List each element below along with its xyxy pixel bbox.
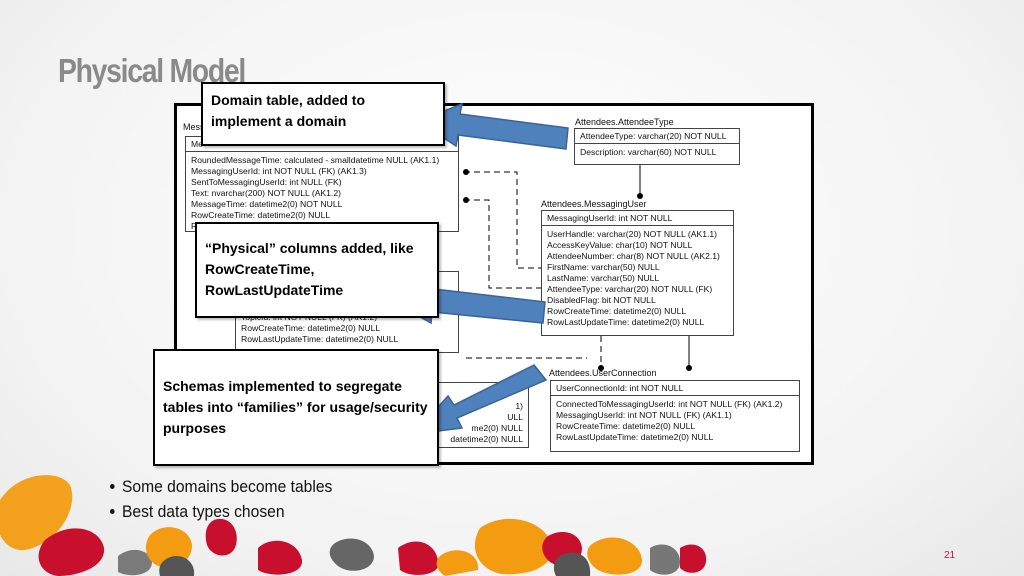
entity-attr: DisabledFlag: bit NOT NULL xyxy=(547,295,656,305)
callout-schemas: Schemas implemented to segregate tables … xyxy=(153,349,439,466)
callout-domain-table: Domain table, added to implement a domai… xyxy=(201,82,445,146)
entity-attr: 1) xyxy=(515,401,523,411)
entity-attr: MessageTime: datetime2(0) NOT NULL xyxy=(191,199,343,209)
entity-attr: RowCreateTime: datetime2(0) NULL xyxy=(547,306,687,316)
droplet-red-1 xyxy=(38,528,105,576)
entity-attr: ConnectedToMessagingUserId: int NOT NULL… xyxy=(556,399,783,409)
entity-attr: RowLastUpdateTime: datetime2(0) NULL xyxy=(556,432,714,442)
bullet-text: Best data types chosen xyxy=(121,501,285,521)
droplet-gray-2 xyxy=(159,556,195,576)
entity-userconnection-name: Attendees.UserConnection xyxy=(549,368,657,378)
droplet-gray-4 xyxy=(553,552,591,576)
entity-messaginguser-key: MessagingUserId: int NOT NULL xyxy=(542,211,733,226)
droplet-gray-3 xyxy=(329,538,374,571)
entity-attr: me2(0) NULL xyxy=(471,423,523,433)
entity-attr: AccessKeyValue: char(10) NOT NULL xyxy=(547,240,693,250)
entity-attr: FirstName: varchar(50) NULL xyxy=(547,262,660,272)
entity-message: Me RoundedMessageTime: calculated - smal… xyxy=(185,136,459,232)
entity-attr: MessagingUserId: int NOT NULL (FK) (AK1.… xyxy=(191,166,367,176)
entity-attr: LastName: varchar(50) NULL xyxy=(547,273,660,283)
entity-partial-lower-attrs: 1) ULL me2(0) NULL datetime2(0) NULL xyxy=(408,383,528,448)
droplet-orange-large xyxy=(0,475,73,551)
entity-attendeetype-attrs: Description: varchar(60) NOT NULL xyxy=(575,144,739,161)
bullet-dot xyxy=(110,484,115,489)
entity-attr: AttendeeNumber: char(8) NOT NULL (AK2.1) xyxy=(547,251,720,261)
entity-attr: UserHandle: varchar(20) NOT NULL (AK1.1) xyxy=(547,229,718,239)
entity-messaginguser-attrs: UserHandle: varchar(20) NOT NULL (AK1.1)… xyxy=(542,226,733,331)
droplet-red-3 xyxy=(258,540,303,575)
entity-userconnection-attrs: ConnectedToMessagingUserId: int NOT NULL… xyxy=(551,396,799,446)
droplet-gray-1 xyxy=(118,549,152,576)
entity-messaginguser: MessagingUserId: int NOT NULL UserHandle… xyxy=(541,210,734,336)
entity-attr: RoundedMessageTime: calculated - smallda… xyxy=(191,155,440,165)
entity-attendeetype-name: Attendees.AttendeeType xyxy=(575,117,674,127)
droplet-orange-3 xyxy=(436,550,479,576)
bullet-item: Best data types chosen xyxy=(110,499,332,524)
bullet-list: Some domains become tables Best data typ… xyxy=(110,474,352,524)
entity-attr: MessagingUserId: int NOT NULL (FK) (AK1.… xyxy=(556,410,732,420)
entity-message-key: Me xyxy=(186,137,458,152)
page-number: 21 xyxy=(944,550,956,561)
entity-attr: RowLastUpdateTime: datetime2(0) NULL xyxy=(241,334,399,344)
entity-userconnection: UserConnectionId: int NOT NULL Connected… xyxy=(550,380,800,452)
entity-attr: AttendeeType: varchar(20) NOT NULL (FK) xyxy=(547,284,713,294)
entity-userconnection-key: UserConnectionId: int NOT NULL xyxy=(551,381,799,396)
entity-attr: Text: nvarchar(200) NOT NULL (AK1.2) xyxy=(191,188,341,198)
entity-attr: RowCreateTime: datetime2(0) NULL xyxy=(191,210,331,220)
droplet-red-2 xyxy=(205,518,237,556)
callout-physical-columns: “Physical” columns added, like RowCreate… xyxy=(195,222,439,318)
bullet-item: Some domains become tables xyxy=(110,474,332,499)
entity-attr: RowLastUpdateTime: datetime2(0) NULL xyxy=(547,317,705,327)
bullet-dot xyxy=(110,509,115,514)
entity-attr: datetime2(0) NULL xyxy=(450,434,523,444)
droplet-red-6 xyxy=(680,544,707,573)
droplet-orange-5 xyxy=(587,537,643,575)
entity-attr: ULL xyxy=(507,412,523,422)
entity-attr: RowCreateTime: datetime2(0) NULL xyxy=(241,323,381,333)
entity-messaginguser-name: Attendees.MessagingUser xyxy=(541,199,647,209)
entity-attendeetype: AttendeeType: varchar(20) NOT NULL Descr… xyxy=(574,128,740,165)
entity-attr: SentToMessagingUserId: int NULL (FK) xyxy=(191,177,342,187)
entity-message-attrs: RoundedMessageTime: calculated - smallda… xyxy=(186,152,458,235)
entity-attr: R xyxy=(191,221,453,232)
bullet-text: Some domains become tables xyxy=(121,476,333,496)
droplet-orange-4 xyxy=(474,518,553,575)
entity-attr: Description: varchar(60) NOT NULL xyxy=(580,147,717,157)
entity-message-name: Mess xyxy=(183,122,205,132)
entity-attr: RowCreateTime: datetime2(0) NULL xyxy=(556,421,696,431)
droplet-red-4 xyxy=(398,541,439,575)
entity-attendeetype-key: AttendeeType: varchar(20) NOT NULL xyxy=(575,129,739,144)
droplet-gray-5 xyxy=(650,544,680,575)
